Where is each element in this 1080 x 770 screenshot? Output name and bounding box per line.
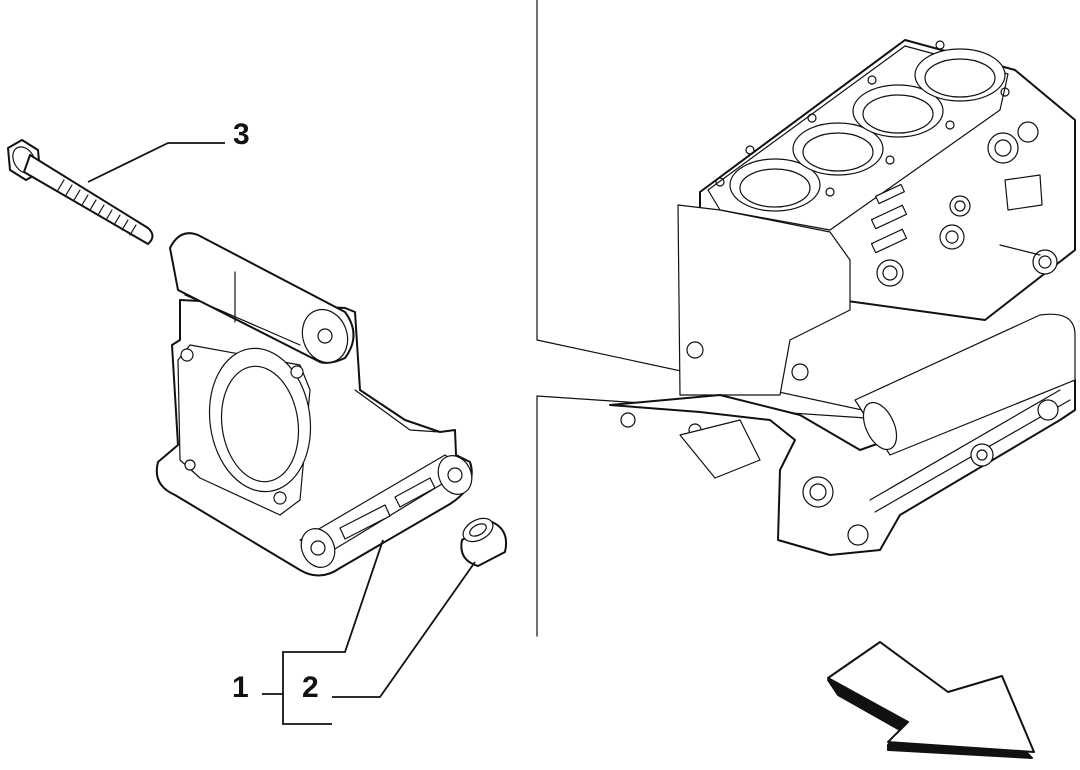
callout-part-2: 2 <box>302 671 319 704</box>
engine-block-icon <box>609 39 1076 556</box>
leader-lines <box>87 142 476 725</box>
bolt-icon <box>7 139 154 245</box>
callout-part-1: 1 <box>232 671 249 704</box>
bracket-housing-icon <box>155 232 473 577</box>
bushing-icon <box>460 517 508 567</box>
callout-part-3: 3 <box>233 118 250 151</box>
direction-arrow-icon <box>827 641 1035 759</box>
